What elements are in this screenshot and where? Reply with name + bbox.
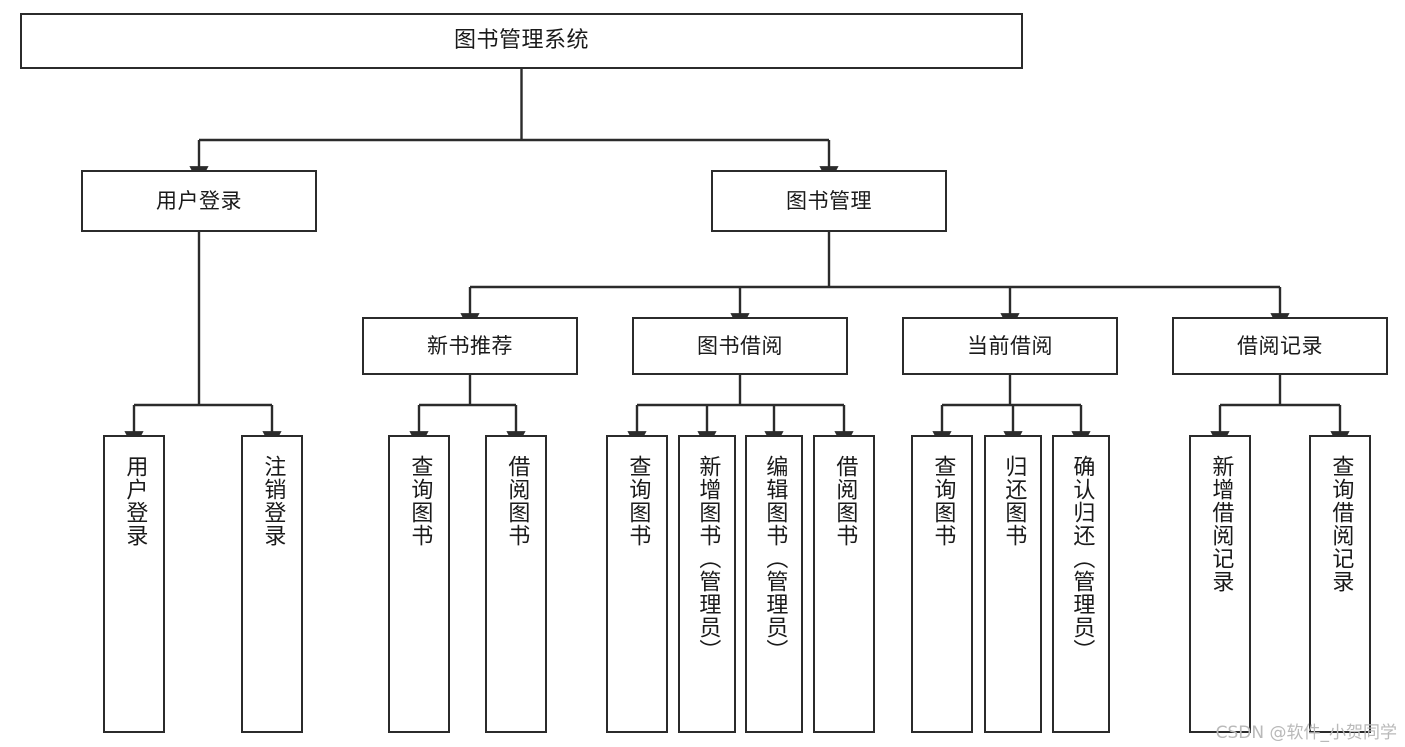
node-label: 当前借阅 — [967, 333, 1053, 358]
node-user-login: 用户登录 — [81, 170, 317, 232]
node-label: 确认归还（管理员） — [1069, 455, 1095, 662]
node-leaf-add-book: 新增图书（管理员） — [678, 435, 736, 733]
node-label: 新书推荐 — [427, 333, 513, 358]
node-new-book-rec: 新书推荐 — [362, 317, 578, 375]
node-label: 用户登录 — [156, 188, 242, 213]
node-root: 图书管理系统 — [20, 13, 1023, 69]
node-leaf-add-record: 新增借阅记录 — [1189, 435, 1251, 733]
node-leaf-confirm-return: 确认归还（管理员） — [1052, 435, 1110, 733]
node-label: 用户登录 — [122, 455, 148, 547]
node-label: 查询图书 — [407, 455, 433, 547]
node-current-borrow: 当前借阅 — [902, 317, 1118, 375]
node-borrow-record: 借阅记录 — [1172, 317, 1388, 375]
node-label: 归还图书 — [1001, 455, 1027, 547]
csdn-watermark: CSDN @软件_小贺同学 — [1215, 723, 1397, 743]
node-leaf-query-record: 查询借阅记录 — [1309, 435, 1371, 733]
node-label: 注销登录 — [260, 455, 286, 547]
node-book-manage: 图书管理 — [711, 170, 947, 232]
node-label: 查询图书 — [930, 455, 956, 547]
node-leaf-user-login: 用户登录 — [103, 435, 165, 733]
node-label: 借阅记录 — [1237, 333, 1323, 358]
node-leaf-borrow-book-1: 借阅图书 — [485, 435, 547, 733]
node-leaf-query-book-2: 查询图书 — [606, 435, 668, 733]
node-label: 图书管理系统 — [453, 28, 589, 54]
node-label: 图书借阅 — [697, 333, 783, 358]
node-leaf-query-book-1: 查询图书 — [388, 435, 450, 733]
node-leaf-query-book-3: 查询图书 — [911, 435, 973, 733]
node-label: 查询借阅记录 — [1328, 455, 1354, 593]
node-leaf-edit-book: 编辑图书（管理员） — [745, 435, 803, 733]
node-leaf-borrow-book-2: 借阅图书 — [813, 435, 875, 733]
node-label: 编辑图书（管理员） — [762, 455, 788, 662]
node-label: 新增借阅记录 — [1208, 455, 1234, 593]
node-label: 新增图书（管理员） — [695, 455, 721, 662]
node-book-borrow: 图书借阅 — [632, 317, 848, 375]
node-leaf-user-logout: 注销登录 — [241, 435, 303, 733]
node-label: 借阅图书 — [832, 455, 858, 547]
node-leaf-return-book: 归还图书 — [984, 435, 1042, 733]
node-label: 查询图书 — [625, 455, 651, 547]
node-label: 图书管理 — [786, 188, 872, 213]
node-label: 借阅图书 — [504, 455, 530, 547]
